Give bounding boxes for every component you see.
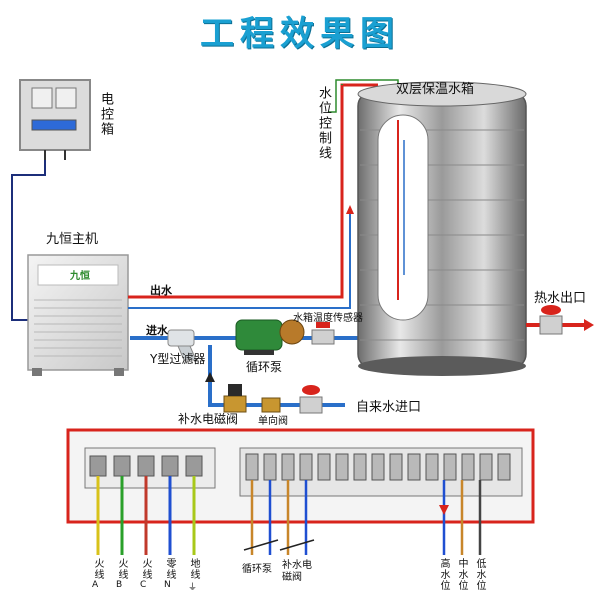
label-pump-wires: 循环泵 bbox=[242, 564, 272, 575]
check-valve bbox=[261, 397, 281, 413]
page-title: 工程效果图 bbox=[200, 14, 400, 54]
tank-label: 双层保温水箱 bbox=[396, 82, 475, 97]
label-level-mid: 中水位 bbox=[456, 558, 467, 591]
hot-outlet-valve bbox=[539, 305, 563, 335]
ground-icon: ⏚ bbox=[188, 583, 198, 593]
solenoid-valve bbox=[223, 384, 247, 413]
label-wire-a: 火线 A bbox=[92, 558, 103, 590]
temp-sensor-valve bbox=[311, 322, 335, 345]
control-terminal-strip bbox=[239, 447, 523, 497]
pump-label: 循环泵 bbox=[246, 360, 283, 374]
label-level-high: 高水位 bbox=[438, 558, 449, 591]
hot-outlet-pipe bbox=[128, 83, 378, 299]
hot-outlet-label: 热水出口 bbox=[534, 291, 587, 306]
tap-valve bbox=[299, 385, 323, 414]
y-filter-label: Y型过滤器 bbox=[150, 352, 206, 366]
label-wire-c: 火线 C bbox=[140, 558, 151, 590]
water-tank bbox=[357, 81, 527, 376]
host-label: 九恒主机 bbox=[46, 232, 99, 247]
control-box-label: 电控箱 bbox=[98, 92, 113, 137]
label-level-low: 低水位 bbox=[474, 558, 485, 591]
control-box bbox=[19, 79, 91, 160]
temp-sensor-label: 水箱温度传感器 bbox=[293, 313, 363, 324]
check-valve-label: 单向阀 bbox=[258, 416, 288, 427]
circulation-pump bbox=[235, 319, 305, 355]
tap-inlet-label: 自来水进口 bbox=[356, 400, 422, 415]
control-cable bbox=[11, 160, 46, 321]
solenoid-label: 补水电磁阀 bbox=[178, 412, 239, 426]
label-wire-n: 零线 N bbox=[164, 558, 175, 590]
inlet-label: 进水 bbox=[146, 324, 168, 337]
host-brand: 九恒 bbox=[70, 271, 90, 282]
return-pipe bbox=[128, 210, 351, 309]
host-unit bbox=[27, 254, 129, 376]
label-wire-ground: 地线 ⏚ bbox=[188, 558, 199, 593]
outlet-label: 出水 bbox=[150, 284, 172, 297]
label-solenoid-wires: 补水电磁阀 bbox=[282, 560, 312, 583]
water-level-line-label: 水位控制线 bbox=[316, 86, 331, 161]
y-filter bbox=[167, 329, 197, 361]
label-wire-b: 火线 B bbox=[116, 558, 127, 590]
